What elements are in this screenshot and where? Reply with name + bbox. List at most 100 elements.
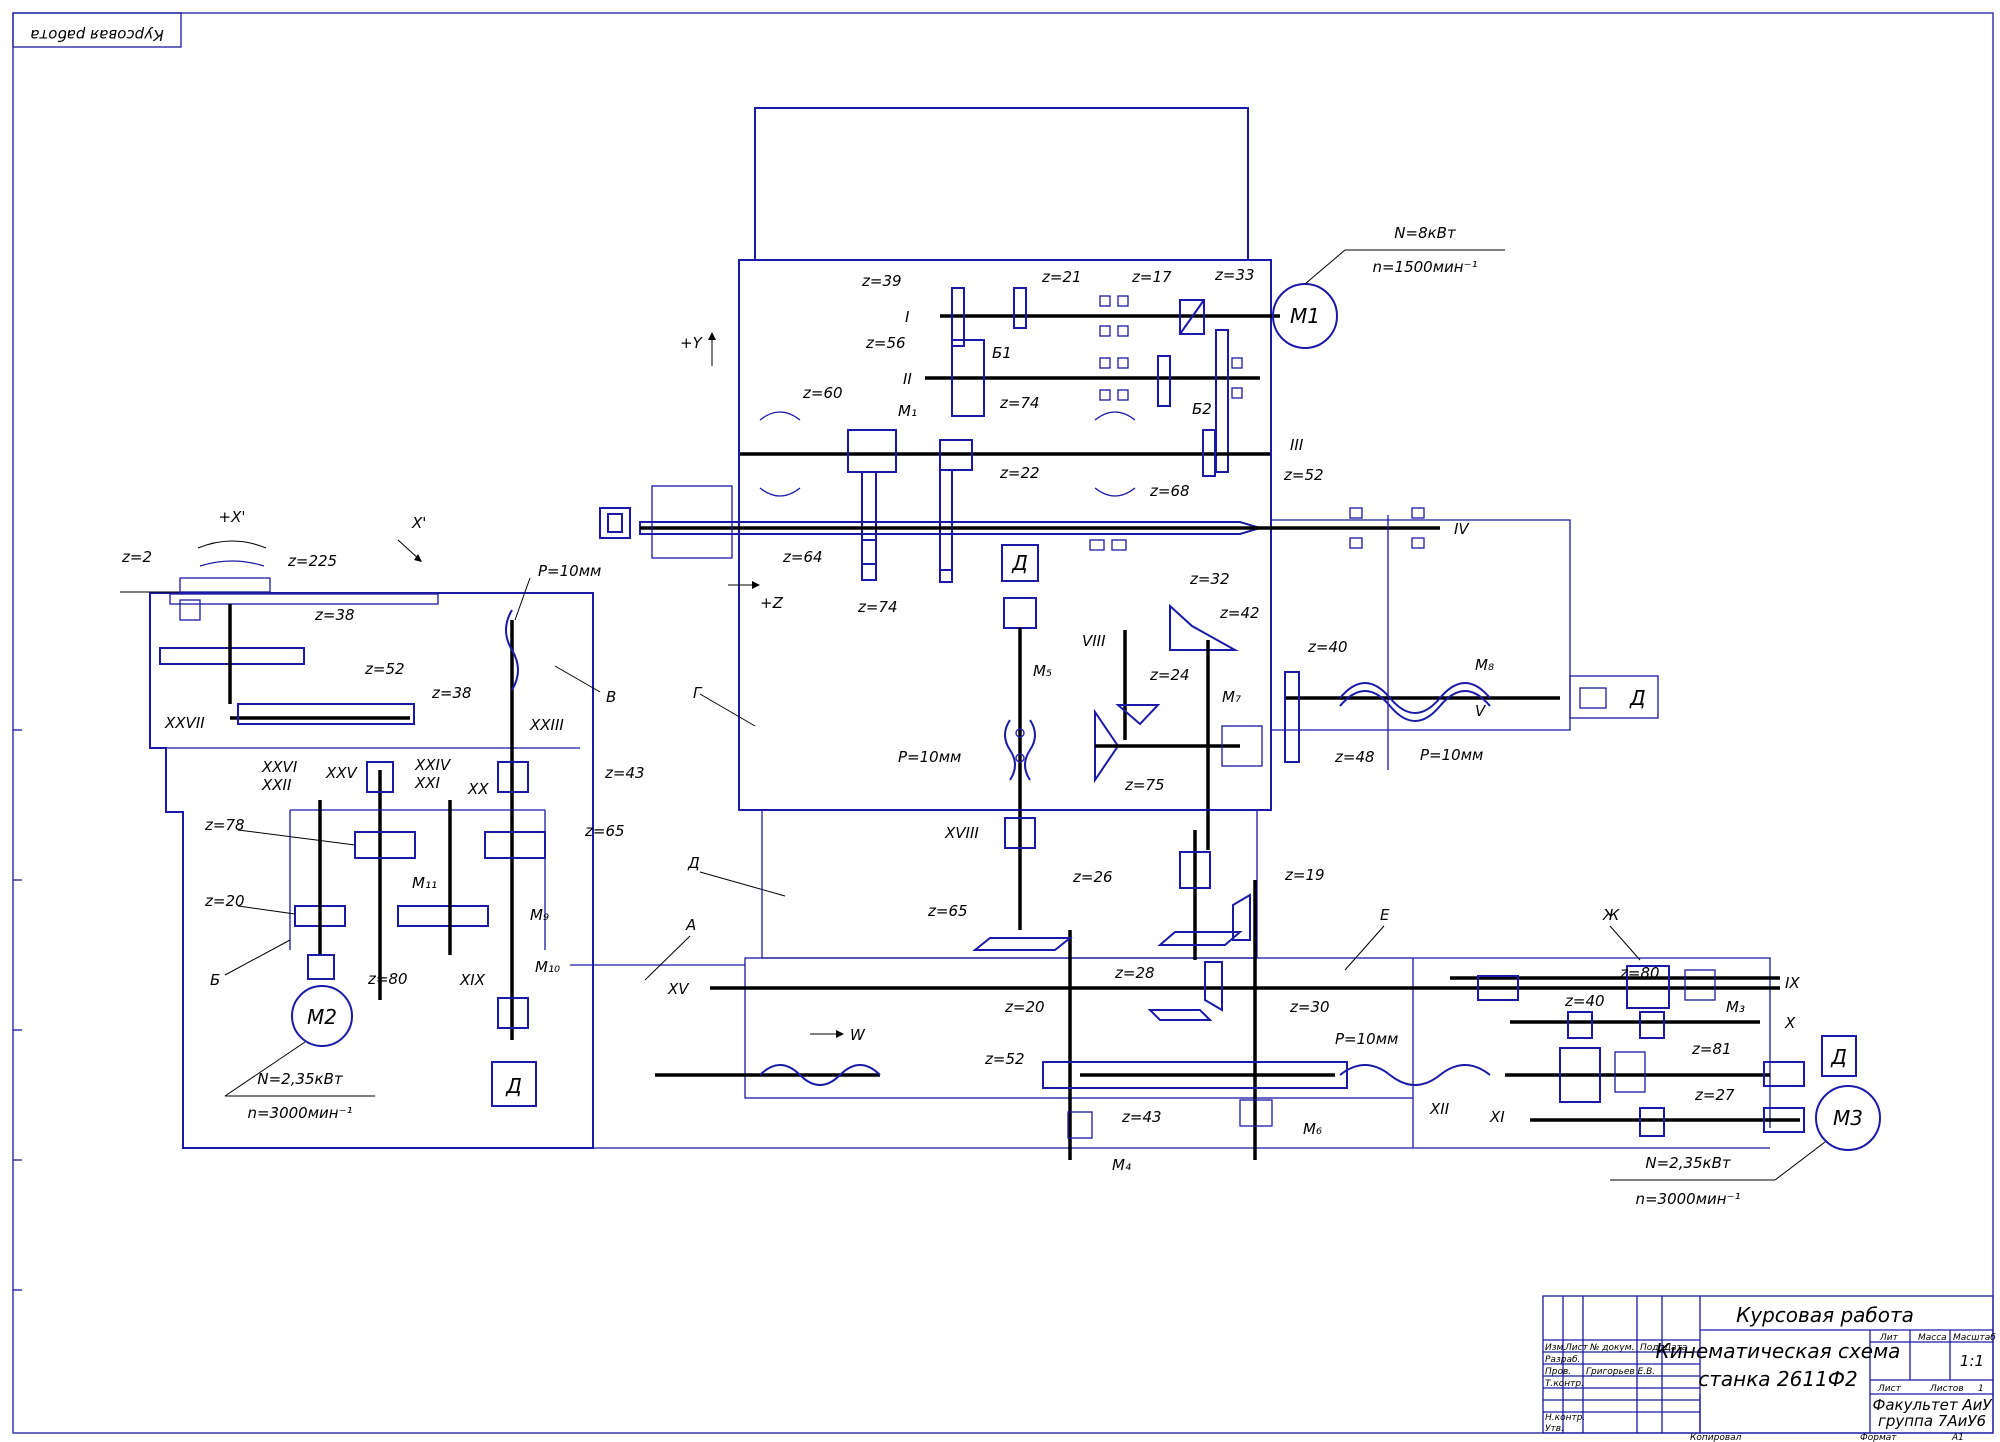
svg-text:z=28: z=28 [1114,964,1155,982]
svg-text:z=2: z=2 [121,548,152,566]
svg-text:z=75: z=75 [1124,776,1165,794]
svg-text:M₁₀: M₁₀ [535,958,560,976]
shaft-label-ix: IX [1785,974,1800,992]
svg-text:M₉: M₉ [530,906,549,924]
svg-text:Дата: Дата [1663,1343,1687,1353]
body-e: Е [1380,906,1390,924]
svg-text:Б1: Б1 [992,344,1012,362]
motor-m2-speed: n=3000мин⁻¹ [247,1104,352,1122]
svg-text:Пров.: Пров. [1545,1367,1571,1377]
pitch-feed: P=10мм [1335,1030,1398,1048]
svg-text:P=10мм: P=10мм [1420,746,1483,764]
motor-m1-power: N=8кВт [1394,224,1457,242]
svg-text:z=17: z=17 [1131,268,1172,286]
shaft-label-xxvi: XXVI [261,758,298,776]
svg-text:M₅: M₅ [1033,662,1052,680]
pitch-left: P=10мм [538,562,601,580]
svg-text:z=40: z=40 [1307,638,1348,656]
shaft-label-xx: XX [467,780,489,798]
column [761,809,1258,959]
shaft-label-xviii: XVIII [944,824,979,842]
svg-text:Подп.: Подп. [1640,1343,1667,1353]
svg-text:M₇: M₇ [1222,688,1241,706]
svg-text:z=32: z=32 [1189,570,1230,588]
gear-labels-main: z=39 z=21 z=17 z=33 z=56 z=74 z=60 z=22 … [782,266,1375,794]
svg-text:Лист: Лист [1877,1384,1902,1394]
format-label: Формат [1860,1433,1897,1442]
svg-text:z=74: z=74 [999,394,1040,412]
svg-text:M₈: M₈ [1475,656,1494,674]
title-line2: станка 2611Ф2 [1698,1367,1858,1391]
svg-text:z=24: z=24 [1149,666,1190,684]
body-g: Г [693,684,703,702]
shaft-label-x: X [1784,1014,1796,1032]
shaft-label-iv: IV [1454,520,1470,538]
shaft-label-xxv: XXV [325,764,359,782]
svg-text:Лист: Лист [1564,1343,1589,1353]
shaft-label-xv: XV [667,980,690,998]
shaft-label-i: I [905,308,910,326]
title-block: Курсовая работа Кинематическая схема ста… [1542,1295,1996,1434]
title-line1: Кинематическая схема [1656,1339,1901,1363]
svg-text:z=39: z=39 [861,272,902,290]
svg-text:Лит: Лит [1879,1333,1899,1343]
svg-text:M₆: M₆ [1303,1120,1322,1138]
svg-text:z=33: z=33 [1214,266,1255,284]
body-a: А [685,916,696,934]
svg-text:P=10мм: P=10мм [898,748,961,766]
shaft-label-viii: VIII [1082,632,1106,650]
svg-text:M₁₁: M₁₁ [412,874,437,892]
svg-text:M₁: M₁ [898,402,917,420]
sensor-left: Д [505,1074,522,1098]
svg-text:Т.контр.: Т.контр. [1545,1379,1584,1389]
svg-text:z=21: z=21 [1041,268,1082,286]
svg-text:z=81: z=81 [1691,1040,1732,1058]
svg-text:Разраб.: Разраб. [1545,1355,1580,1365]
shaft-label-xxvii: XXVII [164,714,205,732]
motor-m3-speed: n=3000мин⁻¹ [1635,1190,1740,1208]
svg-text:z=20: z=20 [204,892,245,910]
svg-text:z=38: z=38 [431,684,472,702]
svg-text:1: 1 [1978,1384,1984,1394]
shaft-label-iii: III [1290,436,1304,454]
svg-text:z=42: z=42 [1219,604,1260,622]
svg-text:1:1: 1:1 [1960,1352,1984,1370]
svg-text:z=52: z=52 [984,1050,1025,1068]
svg-text:z=52: z=52 [364,660,405,678]
axis-w: W [850,1026,866,1044]
svg-text:z=74: z=74 [857,598,898,616]
corner-stamp-text: Курсовая работа [30,26,163,44]
svg-text:z=56: z=56 [865,334,906,352]
svg-text:Листов: Листов [1929,1384,1964,1394]
svg-text:z=68: z=68 [1149,482,1190,500]
motor-m2-power: N=2,35кВт [257,1070,344,1088]
svg-text:z=64: z=64 [782,548,823,566]
table-unit: +X' XXVII XXIII Д P=10мм В [120,508,645,1149]
svg-text:z=65: z=65 [927,902,968,920]
svg-text:z=43: z=43 [604,764,645,782]
shaft-label-xxiv: XXIV [414,756,452,774]
svg-text:z=65: z=65 [584,822,625,840]
format-value: А1 [1951,1433,1964,1442]
body-v: В [606,688,616,706]
shaft-label-ii: II [903,370,912,388]
body-d: Д [687,854,700,872]
sensor-top: Д [1011,551,1028,575]
svg-text:M₃: M₃ [1726,998,1745,1016]
svg-text:z=80: z=80 [367,970,408,988]
shaft-label-xxiii: XXIII [529,716,564,734]
svg-text:z=60: z=60 [802,384,843,402]
shaft-label-v: V [1475,702,1487,720]
svg-text:z=225: z=225 [287,552,337,570]
spindle-head: I M1 N=8кВт n=1500мин⁻¹ II III IV [599,107,1659,930]
motor-m3 [1815,1085,1881,1151]
svg-text:M₄: M₄ [1112,1156,1131,1174]
sensor-v: Д [1629,686,1646,710]
coupling-labels-main: M₁ Б1 Б2 M₅ M₇ M₈ P=10мм P=10мм [898,344,1494,766]
sheet-frame [12,12,1994,1434]
corner-stamp-box [12,12,182,48]
svg-text:z=48: z=48 [1334,748,1375,766]
svg-text:Масса: Масса [1918,1333,1947,1343]
shaft-label-xii: XII [1429,1100,1450,1118]
svg-text:z=40: z=40 [1564,992,1605,1010]
